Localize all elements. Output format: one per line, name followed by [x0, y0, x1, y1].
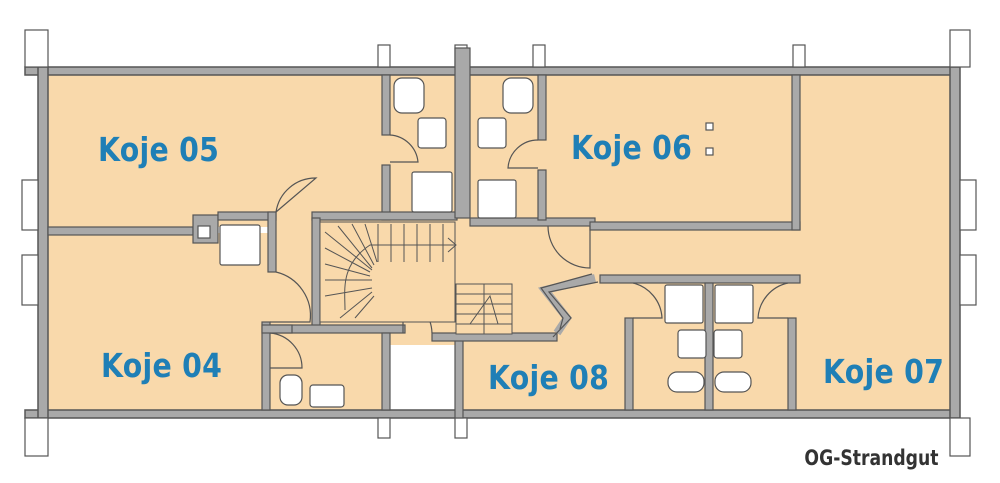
- window-bottom-right: [949, 417, 971, 457]
- door-bath04: [269, 332, 303, 369]
- wc-top-left: [393, 77, 425, 114]
- wall-koje08-left: [454, 332, 464, 419]
- windows: [21, 29, 977, 457]
- room-label-koje-08: Koje 08: [488, 358, 610, 397]
- window-bottom-mid-2: [454, 417, 468, 439]
- wall-bath-right-bottom: [469, 217, 596, 227]
- wc-top-right: [502, 77, 534, 114]
- window-right-1: [959, 179, 977, 231]
- stair-flight-lower-steps: [456, 284, 512, 334]
- wc-bath07-right: [714, 371, 752, 393]
- chimney: [197, 225, 211, 239]
- window-top-right: [949, 29, 971, 68]
- wall-bath-left-vertical: [381, 74, 391, 136]
- window-left-2: [21, 254, 39, 306]
- wall-corridor-vertical-left: [267, 211, 277, 273]
- window-bottom-left: [24, 417, 49, 457]
- door-bath07-right: [757, 282, 789, 319]
- door-bath-right: [507, 139, 539, 169]
- stair-steps: [324, 223, 444, 319]
- door-koje06: [547, 225, 591, 269]
- window-top-mid-1: [377, 44, 391, 68]
- floor-koje-07: [595, 230, 950, 410]
- shower-bath07-right: [714, 284, 754, 324]
- wc-bath07-left: [667, 371, 705, 393]
- wall-top: [24, 66, 956, 76]
- shower-bath07-left: [664, 284, 704, 324]
- door-bath-left: [389, 134, 419, 163]
- door-koje05: [275, 177, 318, 213]
- doors: [269, 134, 789, 369]
- sink-koje04: [309, 384, 345, 408]
- window-left-1: [21, 179, 39, 231]
- wall-left: [37, 66, 49, 419]
- fixtures: [197, 77, 754, 408]
- sink-top-right: [477, 117, 507, 149]
- wall-koje05-corridor: [217, 211, 277, 221]
- wall-bath04-top: [261, 324, 293, 334]
- wall-corridor-vertical-left-lower: [261, 321, 271, 411]
- room-label-koje-06: Koje 06: [571, 128, 693, 167]
- sink-top-left: [417, 117, 447, 149]
- vent-2: [705, 147, 714, 156]
- wall-right: [949, 66, 961, 419]
- wall-bath-bottom: [311, 211, 458, 221]
- wall-koje07-top: [599, 274, 801, 284]
- wall-bath07-right: [787, 317, 797, 411]
- diagonal-walls: [538, 274, 596, 336]
- window-top-left: [24, 29, 49, 68]
- sink-bath07-left: [677, 329, 707, 359]
- window-top-mid-3: [532, 44, 546, 68]
- shower-top-left: [411, 171, 453, 213]
- stair-arrow: [344, 237, 457, 311]
- wall-koje05-koje04: [47, 226, 194, 236]
- wall-bath-right-vertical-2: [537, 169, 547, 221]
- plan-caption: OG-Strandgut: [803, 446, 938, 470]
- wall-diagonal-right: [538, 274, 596, 336]
- wall-shaft-center: [454, 47, 471, 219]
- door-bath07-left: [632, 282, 663, 319]
- room-label-koje-04: Koje 04: [101, 346, 223, 385]
- wall-bath-right-vertical: [537, 74, 547, 141]
- wall-koje06-bottom: [589, 221, 801, 231]
- window-top-mid-4: [792, 44, 806, 68]
- stair-well: [319, 221, 456, 323]
- room-label-koje-05: Koje 05: [98, 130, 220, 169]
- wall-bottom: [24, 409, 956, 419]
- wall-bath07-left: [624, 317, 634, 411]
- shower-koje04: [219, 224, 261, 266]
- door-koje04: [270, 271, 312, 323]
- window-right-2: [959, 254, 977, 306]
- window-bottom-mid-1: [377, 417, 391, 439]
- wall-koje06-koje07-vertical: [791, 74, 801, 231]
- shower-top-right: [477, 179, 517, 219]
- sink-bath07-right: [713, 329, 743, 359]
- wall-stair-left: [311, 217, 321, 327]
- staircase: [319, 221, 513, 335]
- wall-bath04-right: [381, 332, 391, 411]
- room-label-koje-07: Koje 07: [823, 352, 945, 391]
- interior-walls: [47, 47, 801, 419]
- wc-koje04: [279, 374, 303, 406]
- vent-1: [705, 122, 714, 131]
